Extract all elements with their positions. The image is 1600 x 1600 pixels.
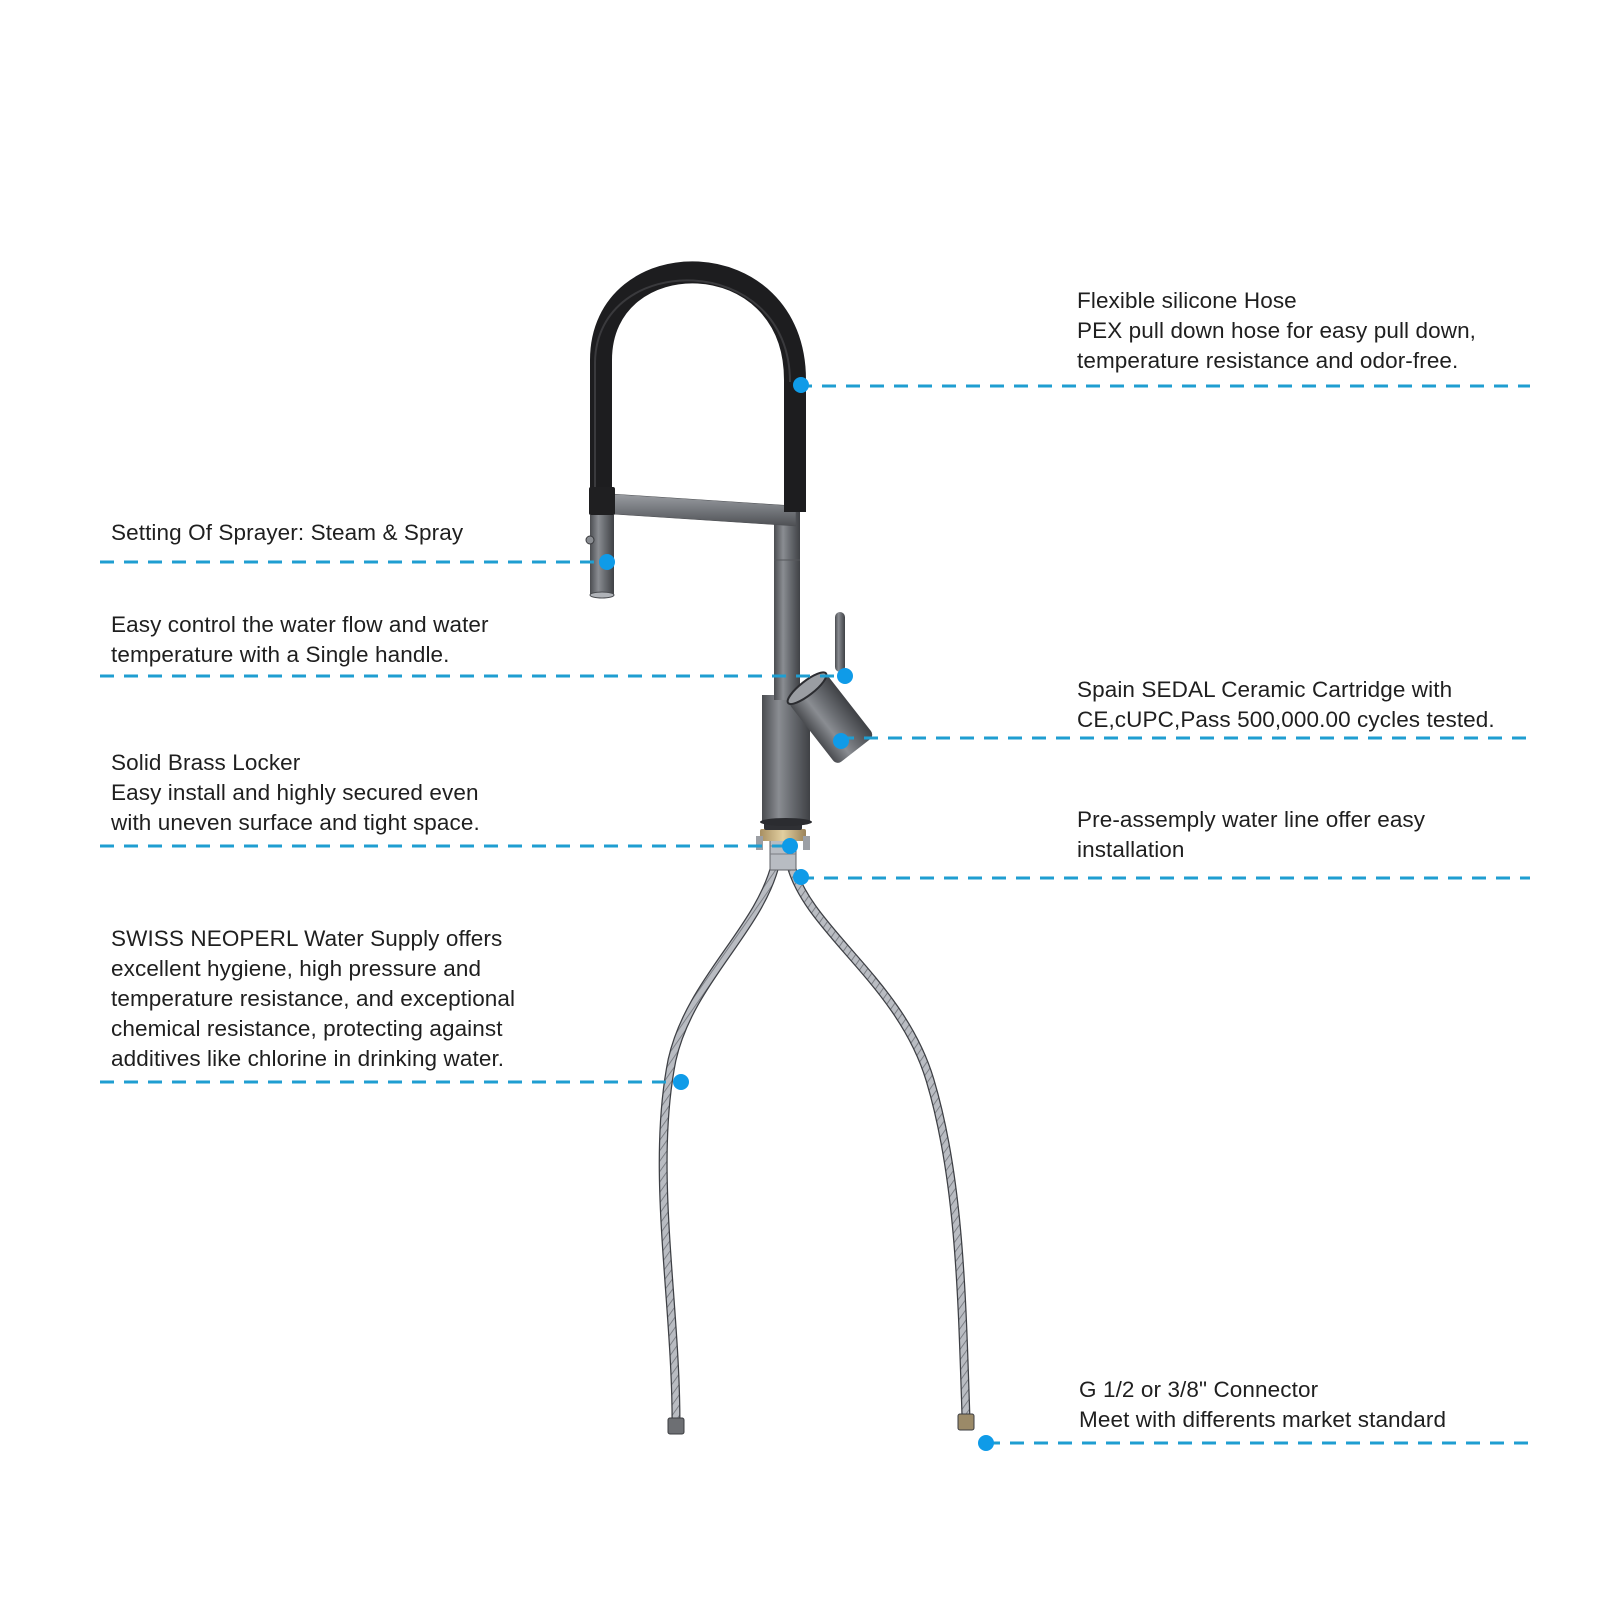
callout-label-connector: G 1/2 or 3/8" Connector Meet with differ… [1079, 1375, 1446, 1435]
callout-text: additives like chlorine in drinking wate… [111, 1046, 505, 1071]
callout-text: Flexible silicone Hose [1077, 288, 1297, 313]
callout-dot-ceramic-cartridge [833, 733, 849, 749]
callout-text: Setting Of Sprayer: Steam & Spray [111, 520, 464, 545]
callout-text: Solid Brass Locker [111, 750, 301, 775]
callout-lines [100, 384, 1530, 1445]
callout-text: PEX pull down hose for easy pull down, [1077, 318, 1477, 343]
callout-label-brass-locker: Solid Brass Locker Easy install and high… [111, 748, 480, 838]
callout-text: Pre-assemply water line offer easy [1077, 807, 1426, 832]
callout-dot-silicone-hose [793, 377, 809, 393]
callout-text: Easy install and highly secured even [111, 780, 479, 805]
callout-dot-connector [978, 1435, 994, 1451]
callout-dot-water-line [793, 869, 809, 885]
callout-text: installation [1077, 837, 1185, 862]
callout-text: temperature with a Single handle. [111, 642, 450, 667]
callout-text: Meet with differents market standard [1079, 1407, 1447, 1432]
callout-dot-water-supply [673, 1074, 689, 1090]
callout-label-ceramic-cartridge: Spain SEDAL Ceramic Cartridge with CE,cU… [1077, 675, 1495, 735]
callout-label-water-supply: SWISS NEOPERL Water Supply offers excell… [111, 924, 515, 1074]
callout-text: temperature resistance and odor-free. [1077, 348, 1459, 373]
callout-label-sprayer-setting: Setting Of Sprayer: Steam & Spray [111, 518, 463, 548]
callout-text: Spain SEDAL Ceramic Cartridge with [1077, 677, 1453, 702]
callout-text: with uneven surface and tight space. [111, 810, 480, 835]
callout-text: Easy control the water flow and water [111, 612, 489, 637]
callout-text: CE,cUPC,Pass 500,000.00 cycles tested. [1077, 707, 1495, 732]
callout-text: G 1/2 or 3/8" Connector [1079, 1377, 1319, 1402]
callout-text: SWISS NEOPERL Water Supply offers [111, 926, 503, 951]
callout-dot-single-handle [837, 668, 853, 684]
supply-hoses [658, 857, 975, 1435]
callout-text: excellent hygiene, high pressure and [111, 956, 482, 981]
callout-label-water-line: Pre-assemply water line offer easy insta… [1077, 805, 1425, 865]
callout-label-silicone-hose: Flexible silicone Hose PEX pull down hos… [1077, 286, 1476, 376]
callout-label-single-handle: Easy control the water flow and water te… [111, 610, 489, 670]
hose-nut-right [957, 1413, 975, 1431]
hose-nut-left [667, 1417, 685, 1435]
callout-text: temperature resistance, and exceptional [111, 986, 516, 1011]
callout-text: chemical resistance, protecting against [111, 1016, 503, 1041]
callout-dot-brass-locker [782, 838, 798, 854]
callout-dot-sprayer-setting [599, 554, 615, 570]
handle-lever [835, 612, 845, 672]
faucet-body [585, 261, 873, 826]
callout-dots [599, 377, 994, 1451]
